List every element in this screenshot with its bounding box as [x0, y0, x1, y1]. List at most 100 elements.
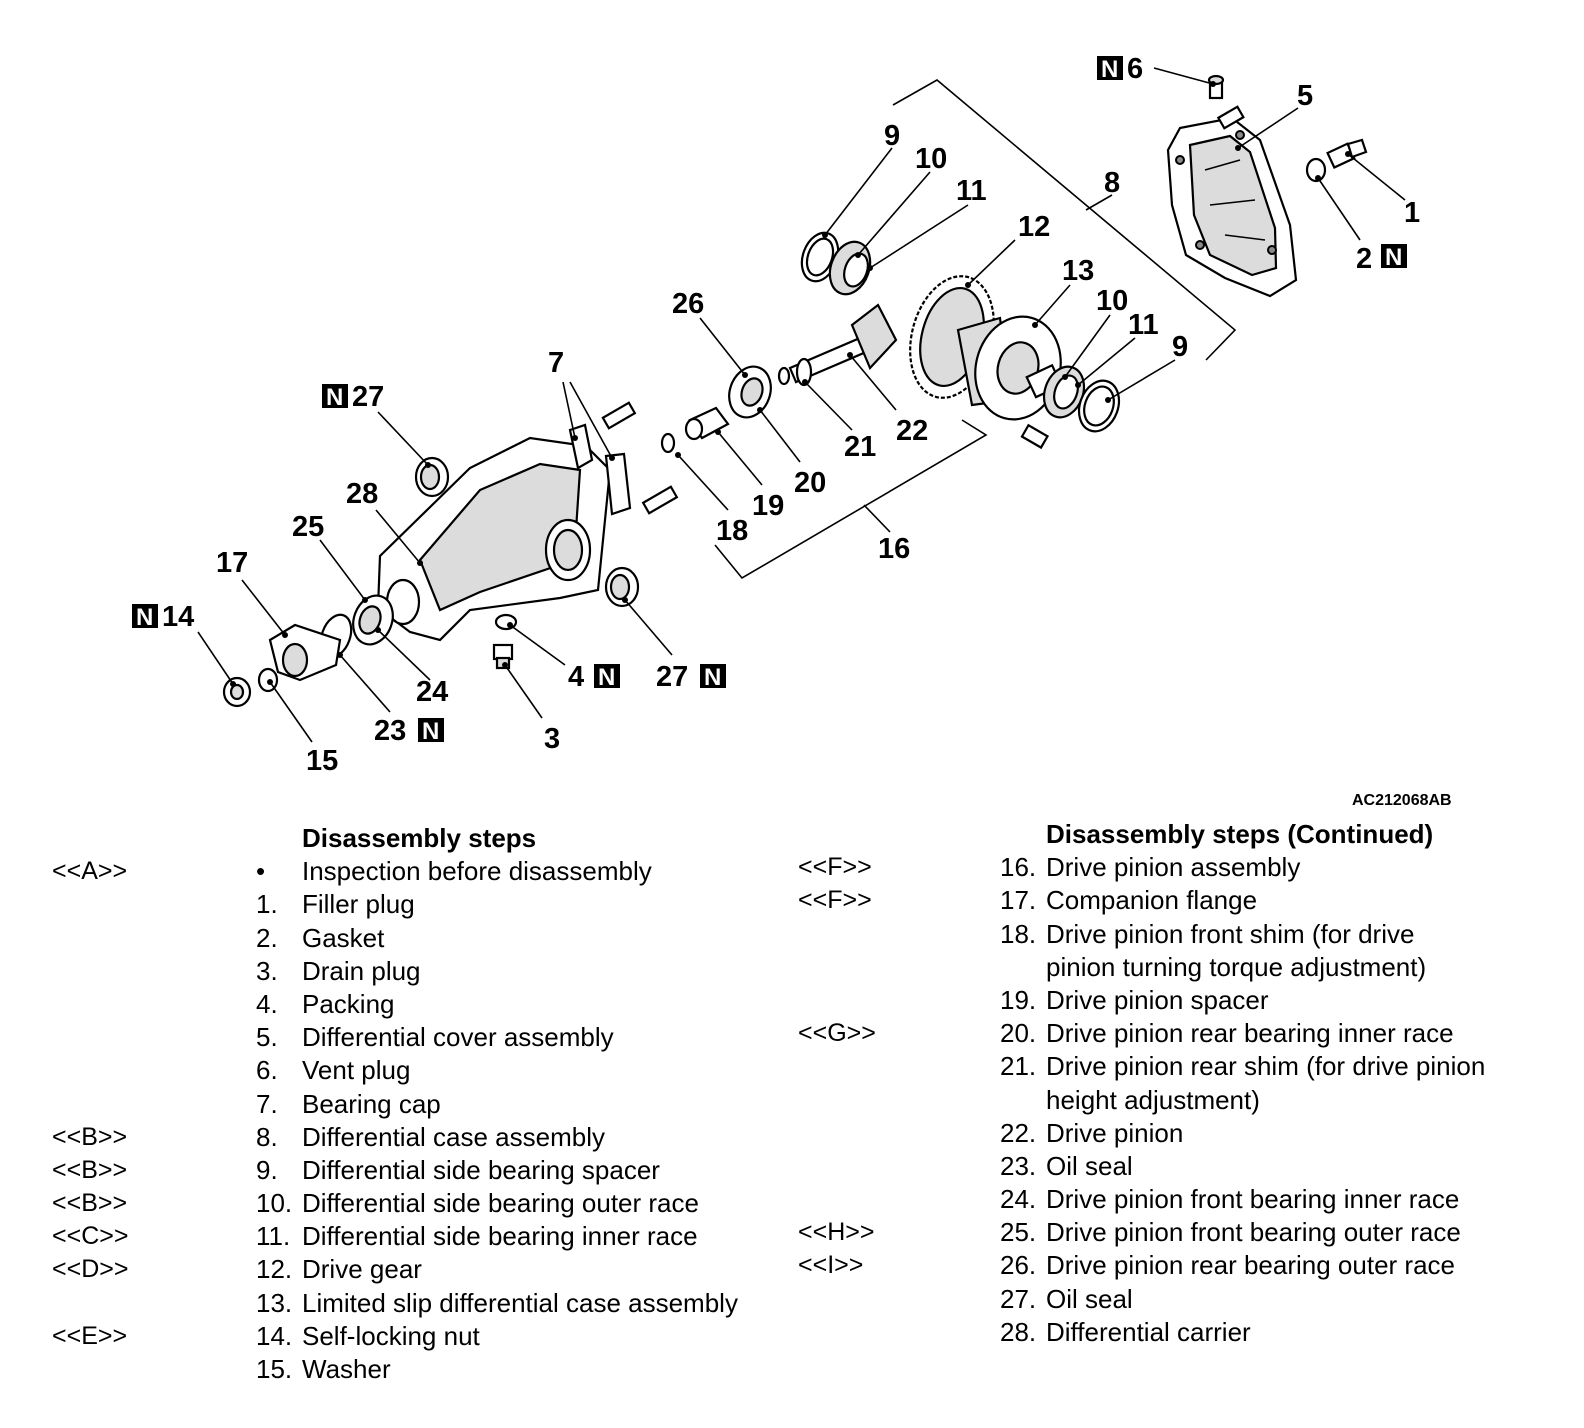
- callout-25: 25: [292, 511, 324, 543]
- step-row: <<B>>10.Differential side bearing outer …: [0, 1187, 790, 1220]
- n-mark-2: N: [1381, 244, 1407, 271]
- step-number: 3.: [256, 955, 278, 986]
- step-text: height adjustment): [1046, 1084, 1260, 1115]
- step-number: 6.: [256, 1055, 278, 1086]
- exploded-view-diagram: 6 N 5 1 2 N 8 9 10 11 12 13 10 11 9 26 7…: [132, 53, 1420, 777]
- n-mark-6: N: [1097, 56, 1123, 83]
- step-number: 26.: [1000, 1250, 1037, 1281]
- step-number: 20.: [1000, 1018, 1037, 1049]
- step-row: 24. Drive pinion front bearing inner race: [790, 1183, 1580, 1216]
- callout-20: 20: [794, 467, 826, 499]
- step-number: 8.: [256, 1121, 278, 1152]
- callout-19: 19: [752, 490, 784, 522]
- step-number: 7.: [256, 1088, 278, 1119]
- disassembly-steps-continued-column: Disassembly steps (Continued) <<F>>16.Dr…: [790, 818, 1580, 1418]
- svg-text:N: N: [598, 664, 615, 691]
- step-reference: <<B>>: [52, 1122, 128, 1151]
- step-number: 21.: [1000, 1051, 1037, 1082]
- step-row: 2.Gasket: [0, 922, 790, 955]
- step-row: <<F>>16.Drive pinion assembly: [790, 851, 1580, 884]
- step-text: Packing: [302, 988, 395, 1019]
- oil-seal-lower-part: [604, 566, 640, 608]
- step-text: Drive pinion spacer: [1046, 984, 1269, 1015]
- step-text: Drive pinion rear shim (for drive pinion: [1046, 1051, 1486, 1082]
- step-reference: <<I>>: [798, 1251, 864, 1280]
- step-number: 22.: [1000, 1117, 1037, 1148]
- step-number: 19.: [1000, 984, 1037, 1015]
- drive-pinion-spacer-part: [684, 406, 730, 441]
- step-text: Drive pinion rear bearing inner race: [1046, 1018, 1454, 1049]
- drive-pinion-rear-shim-part: [795, 357, 813, 387]
- step-row: 23.Oil seal: [790, 1150, 1580, 1183]
- callout-10-upper: 10: [915, 143, 947, 175]
- filler-plug-part: [1326, 138, 1368, 169]
- front-bearing-inner-race-part: [358, 605, 382, 635]
- step-reference: <<H>>: [798, 1218, 875, 1247]
- step-text: Differential side bearing outer race: [302, 1188, 699, 1219]
- bolt-part: [1216, 105, 1245, 130]
- step-text: Differential carrier: [1046, 1316, 1251, 1347]
- step-number: 10.: [256, 1188, 293, 1219]
- svg-text:N: N: [1385, 244, 1402, 271]
- callout-2: 2: [1356, 243, 1372, 275]
- callout-3: 3: [544, 723, 560, 755]
- step-text: Drive pinion front bearing outer race: [1046, 1217, 1461, 1248]
- step-number: 27.: [1000, 1283, 1037, 1314]
- step-row: 1.Filler plug: [0, 888, 790, 921]
- step-text: Drive pinion assembly: [1046, 852, 1301, 883]
- step-text: Washer: [302, 1354, 391, 1384]
- callout-10-lower: 10: [1096, 285, 1128, 317]
- callout-27-upper: 27: [352, 381, 384, 413]
- n-mark-14: N: [132, 604, 158, 631]
- svg-text:N: N: [326, 384, 343, 411]
- leader-lines: [197, 67, 1406, 743]
- step-number: 24.: [1000, 1184, 1037, 1215]
- step-row: pinion turning torque adjustment): [790, 951, 1580, 984]
- step-number: 18.: [1000, 918, 1037, 949]
- n-mark-27-lower: N: [700, 664, 726, 691]
- step-row: 19. Drive pinion spacer: [790, 984, 1580, 1017]
- callout-11-lower: 11: [1128, 309, 1159, 341]
- companion-flange-part: [268, 623, 342, 682]
- step-row: 5.Differential cover assembly: [0, 1021, 790, 1054]
- step-number: 14.: [256, 1320, 293, 1351]
- step-text: Drive pinion rear bearing outer race: [1046, 1250, 1455, 1281]
- side-bearing-inner-race-upper-part: [843, 252, 869, 288]
- step-reference: <<C>>: [52, 1222, 129, 1251]
- callout-1: 1: [1404, 197, 1420, 229]
- figure-code: AC212068AB: [1352, 792, 1452, 809]
- differential-cover-part: [1166, 116, 1298, 298]
- step-text: Drive pinion front bearing inner race: [1046, 1184, 1460, 1215]
- bracket-differential-case: [892, 79, 1237, 361]
- drive-pinion-rear-bearing-inner-race-part: [740, 377, 764, 407]
- step-text: Drain plug: [302, 955, 421, 986]
- svg-text:N: N: [704, 664, 721, 691]
- step-reference: <<G>>: [798, 1019, 876, 1048]
- step-reference: <<A>>: [52, 857, 128, 886]
- step-number: 12.: [256, 1254, 293, 1285]
- step-text: Gasket: [302, 922, 385, 953]
- callout-27-lower: 27: [656, 661, 688, 693]
- step-text: Differential case assembly: [302, 1121, 605, 1152]
- step-text: Inspection before disassembly: [302, 856, 652, 887]
- n-mark-27-upper: N: [322, 384, 348, 411]
- callout-7: 7: [548, 347, 564, 379]
- callout-16: 16: [878, 533, 910, 565]
- lsd-case-part: [956, 315, 1063, 421]
- step-text: Oil seal: [1046, 1283, 1133, 1314]
- step-text: Drive pinion: [1046, 1117, 1184, 1148]
- drive-pinion-front-shim-part: [660, 432, 676, 454]
- step-text: Filler plug: [302, 889, 415, 920]
- step-row: <<B>> 8. Differential case assembly: [0, 1121, 790, 1154]
- callout-24: 24: [416, 676, 448, 708]
- bearing-cap-bolt-part: [601, 401, 679, 515]
- callout-17: 17: [216, 547, 248, 579]
- step-row: 18.Drive pinion front shim (for drive: [790, 918, 1580, 951]
- callout-14: 14: [162, 601, 194, 633]
- step-row: 4.Packing: [0, 988, 790, 1021]
- n-mark-23: N: [418, 718, 444, 745]
- step-number: 15.: [256, 1354, 293, 1384]
- callout-15: 15: [306, 745, 338, 777]
- disassembly-steps-column: Disassembly steps <<A>>•Inspection befor…: [0, 822, 790, 1422]
